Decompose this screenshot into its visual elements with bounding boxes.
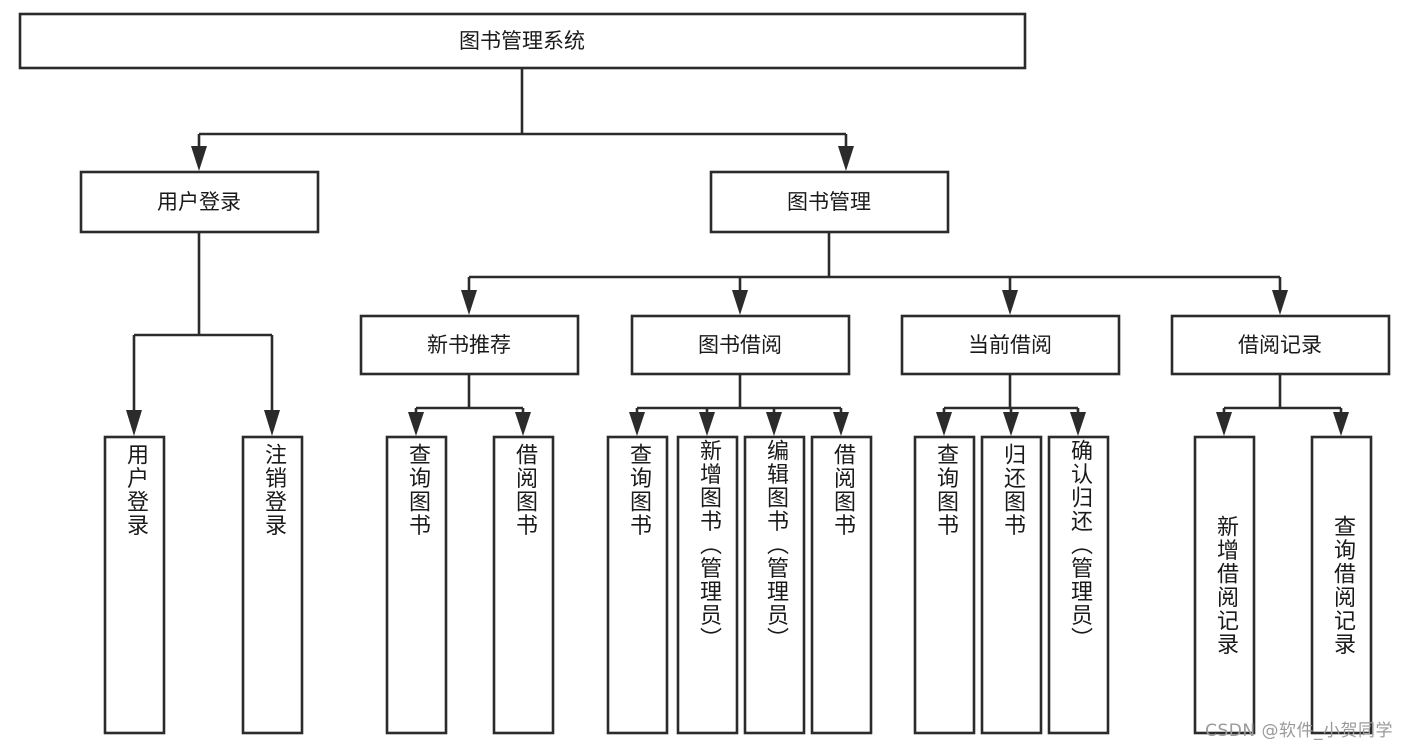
node-user-login-label: 用户登录 xyxy=(157,190,241,214)
node-book-management-label: 图书管理 xyxy=(787,190,871,214)
node-new-book-recommend[interactable]: 新书推荐 xyxy=(359,314,580,376)
node-current-borrow-label: 当前借阅 xyxy=(968,333,1052,357)
node-user-login[interactable]: 用户登录 xyxy=(79,170,320,234)
connector-bookborrow-to-leaves xyxy=(629,374,849,436)
node-current-borrow[interactable]: 当前借阅 xyxy=(900,314,1121,376)
connector-currentborrow-to-leaves xyxy=(936,374,1086,436)
node-new-book-recommend-label: 新书推荐 xyxy=(427,333,511,357)
leaf-box-user-login-1[interactable] xyxy=(103,435,166,735)
leaf-box-new-book-2[interactable] xyxy=(492,435,555,735)
leaf-box-book-borrow-1[interactable] xyxy=(606,435,669,735)
leaf-box-book-borrow-2[interactable] xyxy=(676,435,739,735)
connector-newbook-to-leaves xyxy=(408,374,531,436)
node-borrow-record-label: 借阅记录 xyxy=(1238,333,1322,357)
connector-borrowrecord-to-leaves xyxy=(1216,374,1349,436)
node-book-borrow-label: 图书借阅 xyxy=(698,333,782,357)
leaf-box-borrow-record-2[interactable] xyxy=(1310,435,1373,735)
node-borrow-record[interactable]: 借阅记录 xyxy=(1170,314,1391,376)
leaf-box-book-borrow-3[interactable] xyxy=(743,435,806,735)
leaf-box-borrow-record-1[interactable] xyxy=(1193,435,1256,735)
node-book-borrow[interactable]: 图书借阅 xyxy=(630,314,851,376)
connector-root-to-level2 xyxy=(191,68,854,171)
leaf-box-new-book-1[interactable] xyxy=(385,435,448,735)
watermark: CSDN @软件_小贺同学 xyxy=(1205,721,1393,741)
node-book-management[interactable]: 图书管理 xyxy=(709,170,950,234)
leaf-box-user-login-2[interactable] xyxy=(241,435,304,735)
connector-bookmgmt-to-level3 xyxy=(461,232,1288,315)
node-root[interactable]: 图书管理系统 xyxy=(18,12,1027,70)
node-root-label: 图书管理系统 xyxy=(459,29,585,53)
leaf-box-book-borrow-4[interactable] xyxy=(810,435,873,735)
leaf-box-current-borrow-2[interactable] xyxy=(980,435,1043,735)
leaf-box-current-borrow-1[interactable] xyxy=(913,435,976,735)
connector-userlogin-to-leaves xyxy=(126,232,280,436)
leaf-box-current-borrow-3[interactable] xyxy=(1047,435,1110,735)
